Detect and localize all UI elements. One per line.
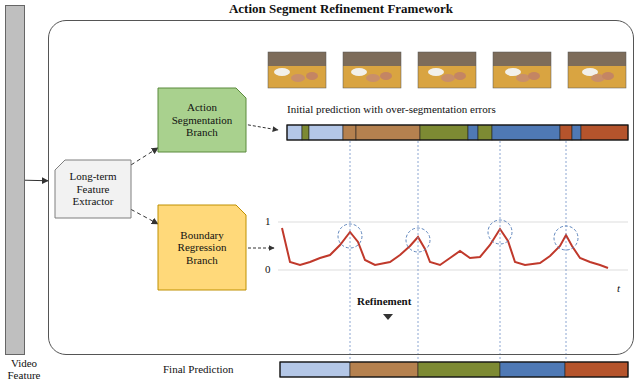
peak-circle xyxy=(406,228,430,252)
boundary-guide xyxy=(500,141,501,362)
video-frame xyxy=(418,52,476,88)
video-frame xyxy=(493,52,551,88)
boundary-branch-box: Boundary Regression Branch xyxy=(158,205,246,290)
connector-arrow xyxy=(131,148,158,165)
frame-table xyxy=(493,66,551,88)
extractor-box: Long-term Feature Extractor xyxy=(55,160,131,218)
frame-background xyxy=(268,52,326,88)
frame-plate xyxy=(505,68,521,76)
segment xyxy=(572,125,581,140)
frame-background xyxy=(493,52,551,88)
connector-arrow xyxy=(25,180,48,182)
grid-line xyxy=(278,222,628,223)
segment xyxy=(478,125,492,140)
box-text: Long-term Feature Extractor xyxy=(62,170,124,208)
segment xyxy=(309,125,343,140)
output-arrow xyxy=(243,124,278,130)
frame-hand xyxy=(291,74,305,82)
frame-plate xyxy=(428,68,444,76)
box-shape xyxy=(158,205,246,290)
segment xyxy=(500,362,565,377)
video-frame xyxy=(343,52,401,88)
frame-hand xyxy=(602,72,614,80)
frame-border xyxy=(343,52,401,88)
segmentation-branch-box: Action Segmentation Branch xyxy=(158,88,246,152)
bar-outline xyxy=(287,125,628,140)
box-shape xyxy=(55,160,131,218)
frame-hand xyxy=(528,72,540,80)
frame-border xyxy=(418,52,476,88)
frame-hand xyxy=(516,74,530,82)
down-arrow xyxy=(383,314,393,320)
frame-border xyxy=(568,52,626,88)
final-prediction-bar xyxy=(280,362,628,377)
peak-circle xyxy=(554,226,578,250)
segment xyxy=(280,362,350,377)
frame-plate xyxy=(351,68,367,76)
frame-hand xyxy=(380,72,392,80)
boundary-guide xyxy=(350,141,351,362)
frame-border xyxy=(268,52,326,88)
output-arrow xyxy=(243,248,274,249)
frame-table xyxy=(418,66,476,88)
box-shape xyxy=(158,88,246,152)
initial-prediction-bar xyxy=(287,125,628,140)
frame-table xyxy=(343,66,401,88)
frame-hand xyxy=(366,74,380,82)
frame-background xyxy=(418,52,476,88)
frame-border xyxy=(493,52,551,88)
segment xyxy=(468,125,478,140)
segment xyxy=(565,362,628,377)
diagram-title: Action Segment Refinement Framework xyxy=(49,2,633,17)
frame-plate xyxy=(274,68,290,76)
frame-background xyxy=(568,52,626,88)
frame-background xyxy=(343,52,401,88)
segment xyxy=(302,125,309,140)
video-frame xyxy=(568,52,626,88)
segment xyxy=(418,362,500,377)
axis-tick: 1 xyxy=(265,215,271,228)
peak-circle xyxy=(338,224,362,248)
axis-tick: 0 xyxy=(265,263,271,276)
segment xyxy=(356,125,420,140)
segment xyxy=(343,125,356,140)
peak-circle xyxy=(488,220,512,244)
frame-hand xyxy=(441,74,455,82)
frame-table xyxy=(268,66,326,88)
boundary-guide xyxy=(566,141,567,362)
plot-caption: Initial prediction with over-segmentatio… xyxy=(287,103,496,116)
axis-label: t xyxy=(617,282,620,295)
box-text: Boundary Regression Branch xyxy=(165,229,239,267)
bar-outline xyxy=(280,362,628,377)
grid-line xyxy=(278,270,628,271)
bar-label: Final Prediction xyxy=(163,363,234,376)
frame-hand xyxy=(454,72,466,80)
segment xyxy=(287,125,302,140)
video-feature-bar: Video Feature xyxy=(5,5,25,355)
boundary-guide xyxy=(418,141,419,362)
segment xyxy=(492,125,560,140)
box-text: Action Segmentation Branch xyxy=(165,101,239,139)
segment xyxy=(350,362,418,377)
frame-hand xyxy=(306,72,318,80)
framework-frame: Long-term Feature Extractor Action Segmen… xyxy=(48,20,634,355)
bar-label: Video Feature xyxy=(1,357,47,381)
segment xyxy=(581,125,628,140)
step-label: Refinement xyxy=(355,295,413,308)
frame-table xyxy=(568,66,626,88)
connector-arrow xyxy=(131,209,158,223)
segment xyxy=(560,125,572,140)
video-frame xyxy=(268,52,326,88)
segment xyxy=(420,125,468,140)
